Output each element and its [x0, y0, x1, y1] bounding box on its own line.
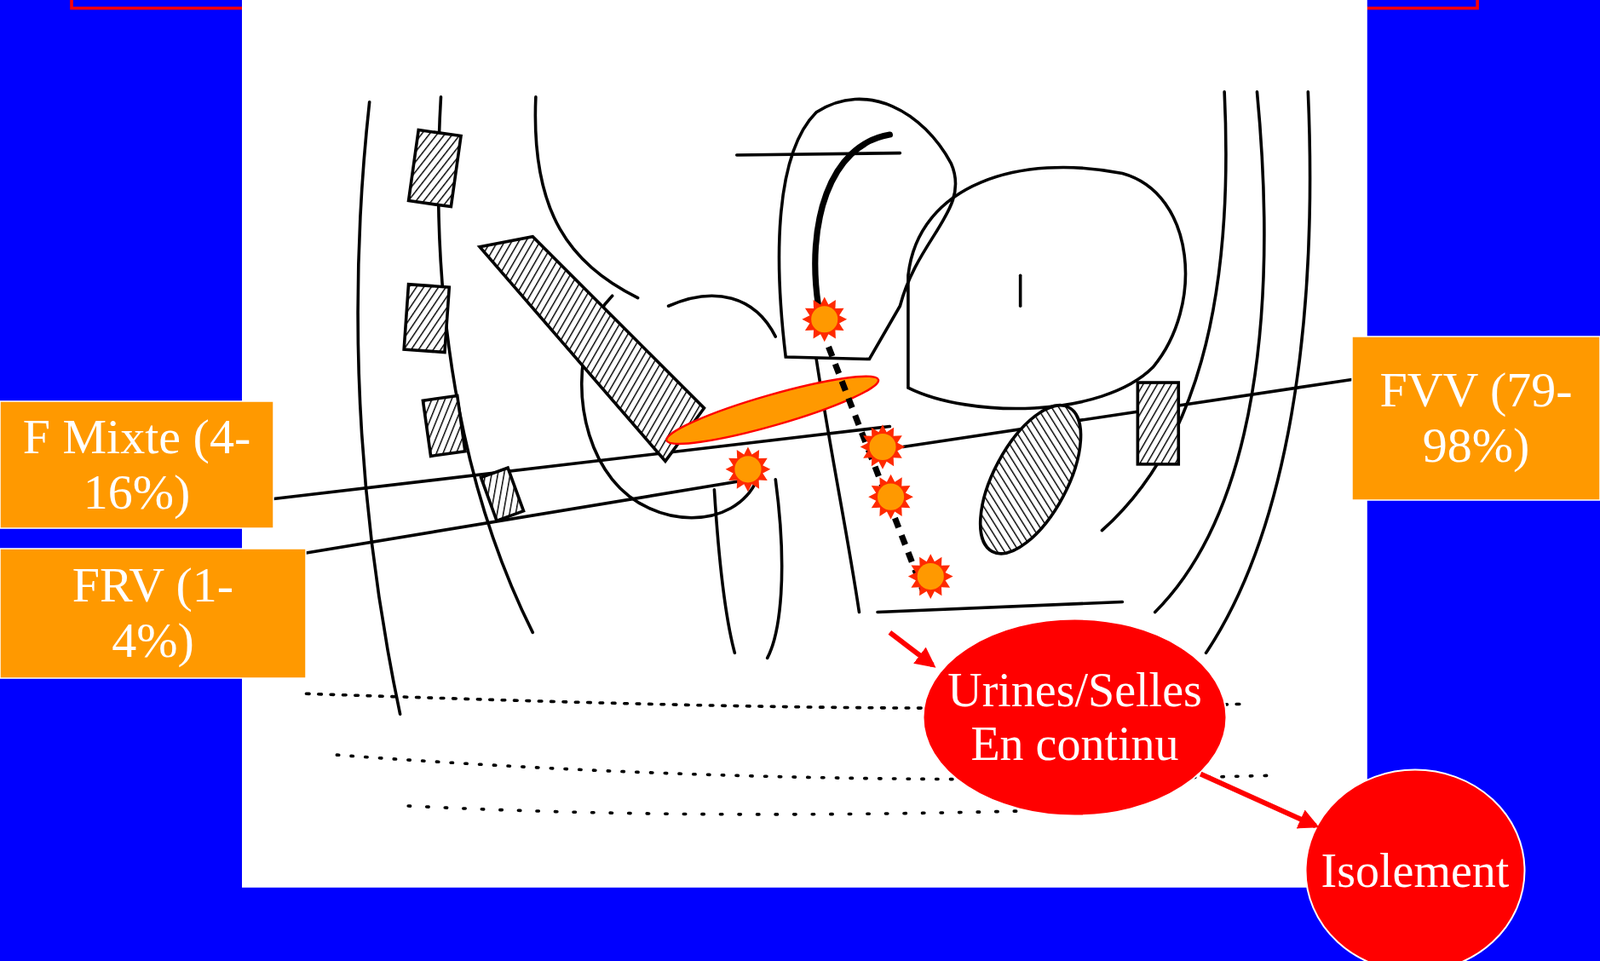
node-label: F Mixte (4-16%) — [9, 409, 265, 521]
ellipse-fill — [923, 619, 1227, 817]
perineum-stipple — [408, 805, 1020, 815]
coccyx — [481, 467, 524, 521]
leader-line — [903, 379, 1353, 447]
perineum-line — [877, 601, 1123, 612]
fistula-burst — [801, 296, 847, 342]
fistula-type-box: F Mixte (4-16%) — [0, 401, 274, 529]
fistula-type-box: FVV (79-98%) — [1352, 336, 1600, 501]
node-label: FVV (79-98%) — [1357, 362, 1596, 474]
box-fill — [0, 401, 274, 529]
flow-arrow — [889, 632, 933, 665]
pointer-line — [736, 153, 901, 156]
fistula-track — [828, 346, 924, 592]
node-label: FRV (1-4%) — [51, 558, 256, 669]
arrow-connector — [1200, 774, 1316, 827]
fistula-tract — [661, 364, 883, 455]
vagina-wall — [767, 479, 783, 659]
fistula-burst — [725, 446, 772, 492]
abdominal-wall — [1206, 92, 1311, 654]
uterus-outline — [779, 98, 956, 359]
sacrum-outline — [357, 102, 401, 714]
leader-line — [305, 479, 750, 553]
bladder-outline — [908, 166, 1186, 409]
leader-line — [273, 426, 890, 500]
perineal-line — [713, 489, 735, 654]
fistula-burst — [868, 474, 914, 520]
white-panel — [241, 0, 1368, 888]
bladder-mark — [1018, 275, 1023, 306]
pubic-symphysis — [960, 390, 1102, 570]
fistula-burst — [860, 424, 906, 470]
consequence-ellipse: Urines/Selles En continu — [921, 617, 1228, 818]
fistula-burst — [908, 553, 954, 599]
box-fill — [1352, 336, 1600, 501]
node-label: Isolement — [1321, 844, 1510, 898]
box-fill — [0, 548, 306, 679]
fistula-type-box: FRV (1-4%) — [0, 548, 306, 679]
rectum-tube — [479, 236, 704, 461]
douglas-line — [668, 295, 777, 337]
ellipse-fill — [1306, 770, 1526, 961]
vertebra — [403, 284, 449, 353]
abdominal-wall — [1101, 92, 1226, 531]
pubic-bone — [1137, 382, 1179, 465]
vertebra — [422, 395, 465, 456]
abdominal-wall — [1155, 92, 1265, 613]
uterine-cavity — [815, 134, 891, 306]
node-label: Urines/Selles En continu — [926, 663, 1225, 771]
vertebra — [408, 130, 461, 208]
consequence-circle: Isolement — [1304, 768, 1526, 961]
